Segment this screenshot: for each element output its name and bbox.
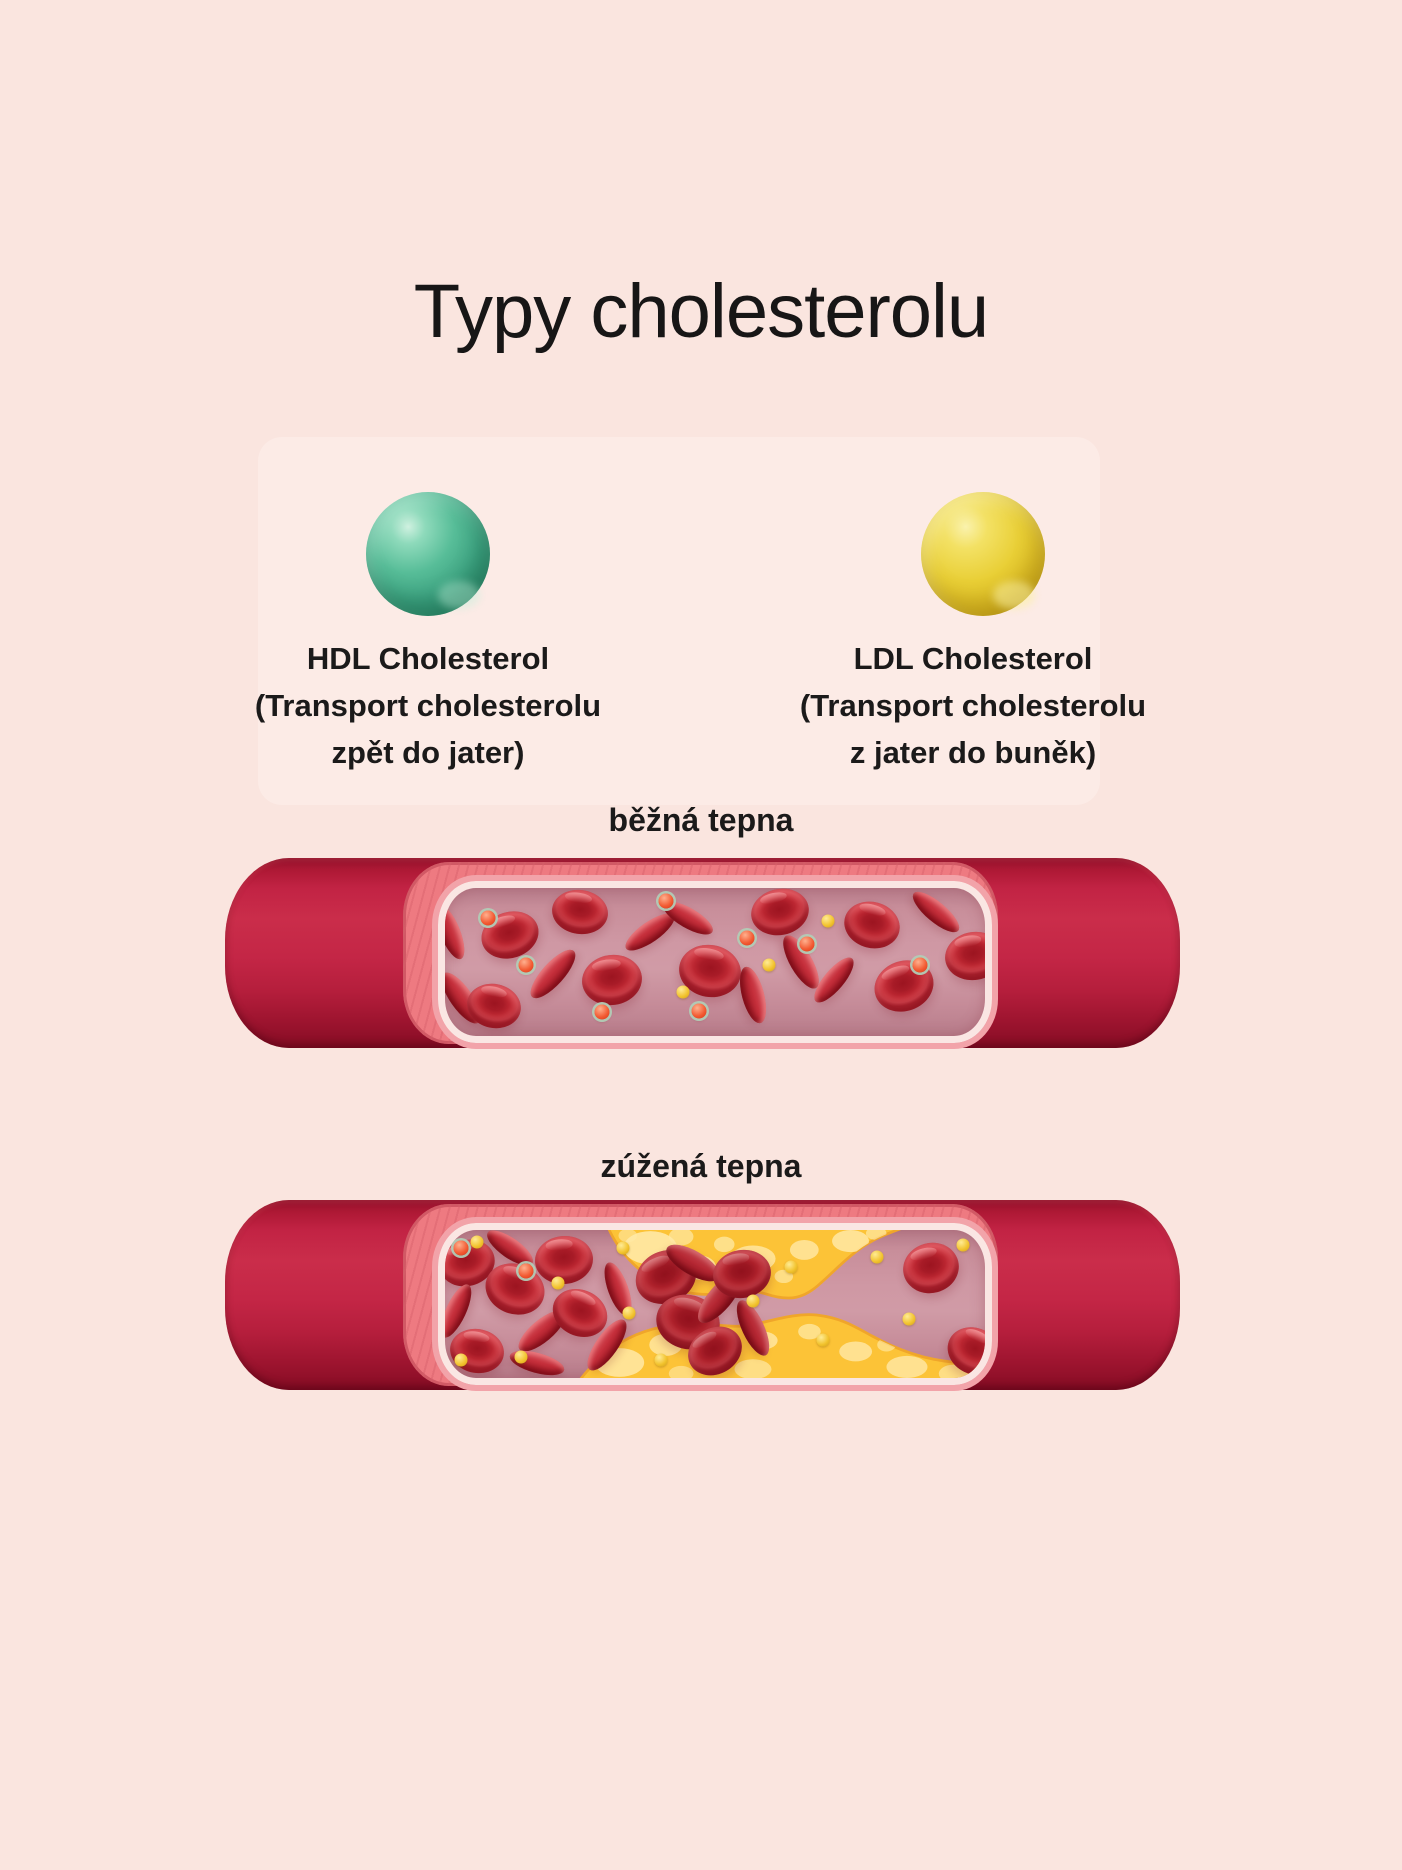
hdl-particle-dot xyxy=(691,1003,707,1019)
hdl-particle-dot xyxy=(518,1263,534,1279)
ldl-particle-dot xyxy=(514,1350,528,1364)
red-blood-cell xyxy=(907,888,966,938)
hdl-desc-line2: zpět do jater) xyxy=(331,735,525,770)
ldl-particle-dot xyxy=(622,1306,636,1320)
plaque-bubble xyxy=(839,1341,873,1362)
normal-artery-label: běžná tepna xyxy=(608,802,794,838)
plaque-bubble xyxy=(668,1230,694,1246)
ldl-particle-dot xyxy=(470,1235,484,1249)
plaque-bubble xyxy=(798,1323,821,1340)
hdl-particle-dot xyxy=(912,957,928,973)
artery-lumen xyxy=(438,1223,992,1385)
page-title: Typy cholesterolu xyxy=(413,269,989,354)
ldl-sphere-icon xyxy=(921,492,1045,616)
plaque-bubble xyxy=(886,1355,928,1378)
hdl-name: HDL Cholesterol xyxy=(306,641,550,676)
ldl-particle-dot xyxy=(784,1260,798,1274)
legend-item-ldl: LDL Cholesterol (Transport cholesterolu … xyxy=(723,635,1223,776)
legend-card: HDL Cholesterol (Transport cholesterolu … xyxy=(255,437,1146,805)
red-blood-cell xyxy=(462,979,525,1034)
ldl-name: LDL Cholesterol xyxy=(853,641,1093,676)
ldl-particle-dot xyxy=(616,1241,630,1255)
hdl-desc-line1: (Transport cholesterolu xyxy=(254,688,602,723)
red-blood-cell xyxy=(941,927,985,985)
hdl-particle-dot xyxy=(799,936,815,952)
plaque-bubble xyxy=(789,1239,819,1260)
hdl-particle-dot xyxy=(453,1240,469,1256)
ldl-particle-dot xyxy=(902,1312,916,1326)
narrowed-artery-illustration xyxy=(225,1200,1180,1390)
hdl-sphere-icon xyxy=(366,492,490,616)
red-blood-cell xyxy=(549,888,611,938)
ldl-particle-dot xyxy=(821,914,835,928)
ldl-desc-line2: z jater do buněk) xyxy=(849,735,1097,770)
normal-artery-illustration xyxy=(225,858,1180,1048)
red-blood-cell xyxy=(445,901,471,964)
ldl-particle-dot xyxy=(746,1294,760,1308)
red-blood-cell xyxy=(524,943,582,1005)
plaque-bubble xyxy=(668,1365,694,1378)
ldl-particle-dot xyxy=(762,958,776,972)
ldl-desc-line1: (Transport cholesterolu xyxy=(799,688,1147,723)
red-blood-cell xyxy=(746,888,813,941)
hdl-particle-dot xyxy=(594,1004,610,1020)
ldl-particle-dot xyxy=(816,1333,830,1347)
plaque-bubble xyxy=(832,1230,869,1253)
hdl-particle-dot xyxy=(739,930,755,946)
red-blood-cell xyxy=(867,951,941,1020)
ldl-particle-dot xyxy=(454,1353,468,1367)
artery-lumen xyxy=(438,881,992,1043)
plaque-bubble xyxy=(618,1230,637,1243)
plaque-bubble xyxy=(713,1236,735,1253)
ldl-particle-dot xyxy=(654,1353,668,1367)
legend-item-hdl: HDL Cholesterol (Transport cholesterolu … xyxy=(178,635,678,776)
ldl-particle-dot xyxy=(956,1238,970,1252)
ldl-particle-dot xyxy=(551,1276,565,1290)
narrowed-artery-label: zúžená tepna xyxy=(600,1148,802,1184)
plaque-bubble xyxy=(734,1359,772,1378)
hdl-particle-dot xyxy=(518,957,534,973)
ldl-particle-dot xyxy=(870,1250,884,1264)
hdl-particle-dot xyxy=(658,893,674,909)
red-blood-cell xyxy=(734,963,771,1026)
ldl-particle-dot xyxy=(676,985,690,999)
hdl-particle-dot xyxy=(480,910,496,926)
red-blood-cell xyxy=(579,950,646,1009)
red-blood-cell xyxy=(838,895,905,955)
